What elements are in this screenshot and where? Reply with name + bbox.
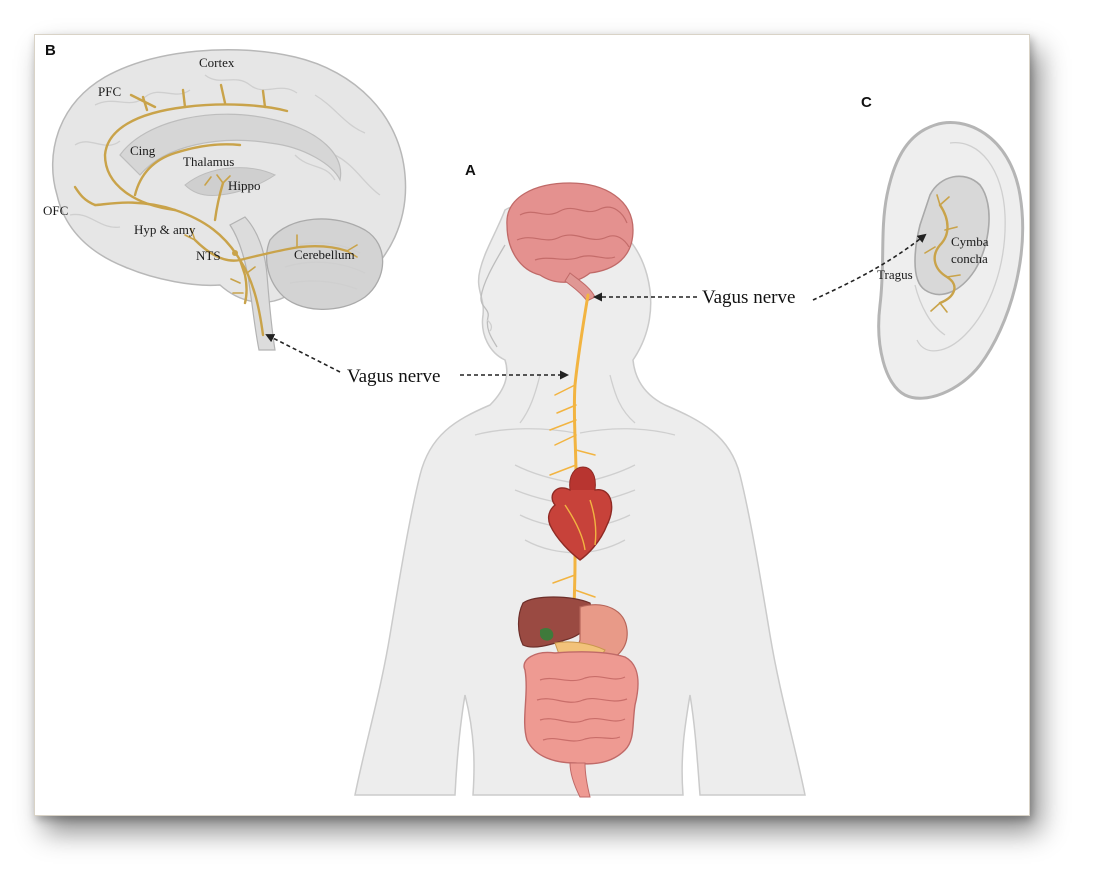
label-concha: concha — [951, 251, 988, 266]
label-hippo: Hippo — [228, 178, 261, 193]
label-pfc: PFC — [98, 84, 121, 99]
label-ofc: OFC — [43, 203, 68, 218]
panel-letter-c: C — [861, 94, 872, 111]
label-thalamus: Thalamus — [183, 154, 234, 169]
label-tragus: Tragus — [877, 267, 913, 282]
label-vagus-nerve-right: Vagus nerve — [702, 287, 795, 308]
label-hyp-amy: Hyp & amy — [134, 222, 196, 237]
panel-letter-b: B — [45, 42, 56, 59]
ear-illustration: C Cymba concha Tragus — [861, 94, 1025, 400]
figure-frame: B Cortex PFC Cing Thalamus Hippo OFC Hyp… — [34, 34, 1030, 816]
label-cortex: Cortex — [199, 55, 235, 70]
label-cing: Cing — [130, 143, 156, 158]
human-body-illustration: A — [354, 162, 806, 798]
panel-letter-a: A — [465, 162, 476, 179]
vagus-callouts: Vagus nerve Vagus nerve — [265, 233, 927, 387]
label-cerebellum: Cerebellum — [294, 247, 355, 262]
label-nts: NTS — [196, 248, 221, 263]
label-vagus-nerve-left: Vagus nerve — [347, 366, 440, 387]
brain-sagittal-illustration: B Cortex PFC Cing Thalamus Hippo OFC Hyp… — [43, 42, 407, 351]
vagus-nerve-diagram: B Cortex PFC Cing Thalamus Hippo OFC Hyp… — [43, 42, 1025, 798]
label-cymba: Cymba — [951, 234, 989, 249]
